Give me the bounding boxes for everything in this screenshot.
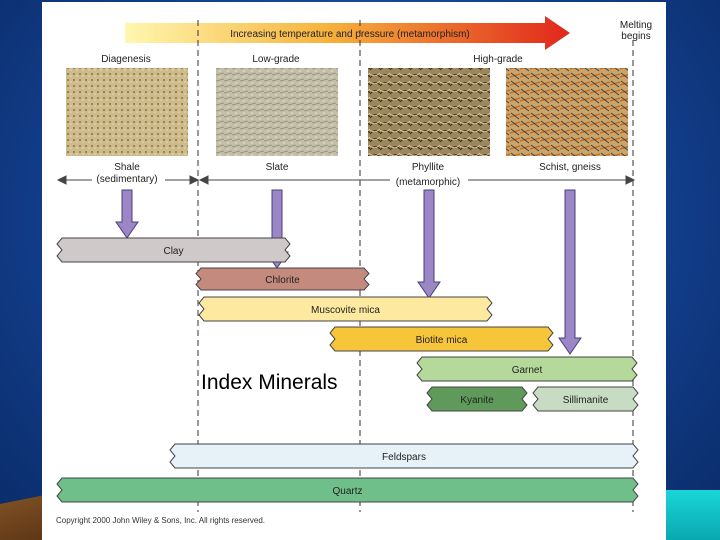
mineral-label: Biotite mica [416, 335, 468, 346]
mineral-bar-muscovite-mica [198, 296, 493, 322]
down-arrow-garnet [558, 189, 582, 355]
rock-name-phyllite: Phyllite [412, 162, 445, 173]
rock-name-shale: Shale [114, 162, 140, 173]
mineral-label: Chlorite [265, 275, 300, 286]
span-arrow-shale [56, 175, 200, 185]
mineral-label: Clay [163, 246, 183, 257]
mineral-label: Muscovite mica [311, 305, 380, 316]
mineral-label: Feldspars [382, 452, 426, 463]
mineral-label: Kyanite [460, 395, 494, 406]
mineral-label: Garnet [512, 365, 543, 376]
mineral-bar-sillimanite [532, 386, 639, 412]
rock-name-schist: Schist, gneiss [539, 162, 601, 173]
mineral-bar-clay [56, 237, 291, 263]
rock-name-slate: Slate [266, 162, 289, 173]
mineral-bar-quartz [56, 477, 639, 503]
rock-photo-schist [506, 68, 628, 156]
mineral-label: Sillimanite [563, 395, 609, 406]
mineral-bar-kyanite [426, 386, 528, 412]
mineral-bar-biotite-mica [329, 326, 554, 352]
rock-sub-shale: (sedimentary) [96, 174, 157, 185]
mineral-bar-chlorite [195, 267, 370, 291]
index-arrows [115, 189, 582, 355]
rock-photo-slate [216, 68, 338, 156]
melting-label-line2: begins [621, 31, 650, 42]
metamorphism-arrow [125, 16, 570, 50]
melting-label-line1: Melting [620, 20, 652, 31]
span-arrow-metamorphic [198, 175, 636, 185]
arrow-label: Increasing temperature and pressure (met… [230, 29, 470, 40]
rock-photo-phyllite [368, 68, 490, 156]
mineral-bar-garnet [416, 356, 638, 382]
down-arrow-biotite [417, 189, 441, 299]
mineral-bar-feldspars [169, 443, 639, 469]
stage-label-high-grade: High-grade [473, 54, 523, 65]
stage-label-diagenesis: Diagenesis [101, 54, 150, 65]
down-arrow-clay [115, 189, 139, 239]
index-minerals-title: Index Minerals [199, 371, 340, 395]
copyright-notice: Copyright 2000 John Wiley & Sons, Inc. A… [56, 516, 265, 525]
mineral-label: Quartz [332, 486, 362, 497]
rock-photo-shale [66, 68, 188, 156]
stage-label-low-grade: Low-grade [252, 54, 300, 65]
rock-sub-phyllite: (metamorphic) [396, 177, 460, 188]
